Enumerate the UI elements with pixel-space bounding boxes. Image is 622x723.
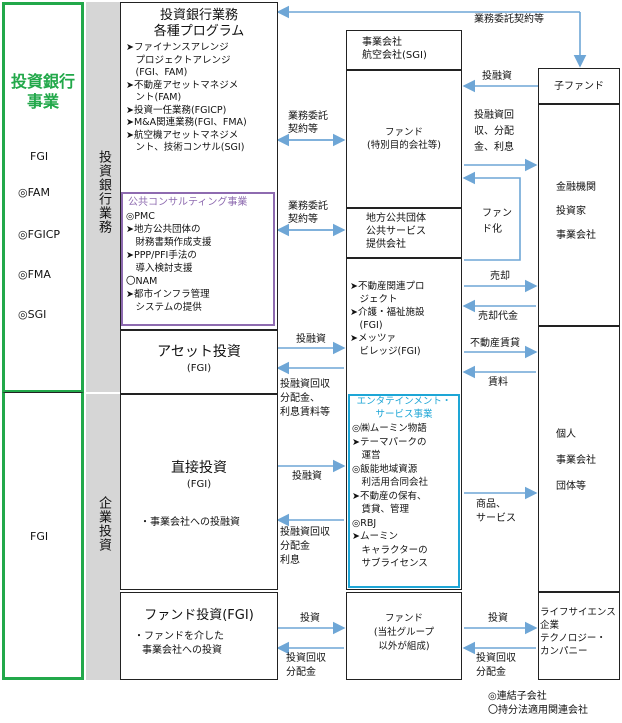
entertainment-title: エンタテインメント・ サービス事業 <box>356 396 452 420</box>
label-fund-in2: 投資 <box>488 613 508 624</box>
label-rent: 賃料 <box>488 377 508 388</box>
label-fund-in1: 投資 <box>300 613 320 624</box>
entertainment-box <box>348 394 460 588</box>
left-item-fma: ◎FMA <box>18 268 51 281</box>
label-fund-out2: 投資回収 分配金 <box>476 653 516 678</box>
ib-programs-title: 投資銀行業務 各種プログラム <box>153 8 245 39</box>
label-sale: 売却 <box>490 271 510 282</box>
individuals-box <box>538 326 620 592</box>
realestate-list: ➤不動産関連プロ ジェクト ➤介護・福祉施設 (FGI) ➤メッツァ ビレッジ(… <box>350 281 425 357</box>
legend-consolidated: ◎連結子会社 <box>488 691 547 702</box>
office-box <box>346 30 462 70</box>
segment-ib: 投資銀行業務 <box>96 150 111 234</box>
investors-box <box>538 104 620 326</box>
label-direct-loan: 投融資 <box>292 471 322 482</box>
label-products: 商品、 サービス <box>476 499 516 524</box>
fund-invest-box <box>120 592 278 680</box>
left-title: 投資銀行 事業 <box>10 72 75 111</box>
direct-invest-note: ・事業会社への投融資 <box>140 517 240 528</box>
ib-programs-box <box>120 2 278 330</box>
left-item-fgi-lower: FGI <box>30 530 49 543</box>
subfund-text: 子ファンド <box>554 81 604 92</box>
label-invest-loan: 投融資 <box>482 71 512 82</box>
asset-invest-box <box>120 330 278 394</box>
left-item-fgi: FGI <box>30 150 49 163</box>
lifescience-box <box>538 592 620 680</box>
public-consulting-list: ◎PMC ➤地方公共団体の 財務書類作成支援 ➤PPP/PFI手法の 導入検討支… <box>126 211 212 313</box>
label-outsourcing1: 業務委託 契約等 <box>288 111 328 135</box>
public-box <box>346 208 462 258</box>
label-re-lease: 不動産賃貸 <box>470 338 520 349</box>
subfund-box <box>538 68 620 104</box>
label-asset-loan: 投融資 <box>296 334 326 345</box>
fund-text: ファンド (特別目的会社等) <box>367 127 441 151</box>
direct-invest-box <box>120 394 278 590</box>
label-fund-ka: ファン ド化 <box>482 208 512 235</box>
individuals-text: 個人 事業会社 団体等 <box>556 429 596 492</box>
label-sale-proceeds: 売却代金 <box>478 311 518 322</box>
ib-business-column <box>2 2 84 393</box>
legend-equity-method: 〇持分法適用関連会社 <box>488 705 588 716</box>
segment-corp: 企業投資 <box>96 496 111 552</box>
public-text: 地方公共団体 公共サービス 提供会社 <box>366 213 426 250</box>
corp-business-column <box>2 392 84 680</box>
label-outsourcing-top: 業務委託契約等 <box>474 14 544 25</box>
segment-strip <box>86 2 120 680</box>
legend: ◎連結子会社 〇持分法適用関連会社 <box>488 690 588 718</box>
label-recovery: 投融資回 収、分配 金、利息 <box>474 110 514 153</box>
direct-invest-title: 直接投資 <box>171 460 227 476</box>
fund-invest-title: ファンド投資(FGI) <box>144 608 254 623</box>
lifescience-text: ライフサイエンス企業 テクノロジー・ カンパニー <box>540 607 616 657</box>
fund-invest-notes: ・ファンドを介した 事業会社への投資 <box>134 631 224 656</box>
label-direct-recover: 投融資回収 分配金 利息 <box>280 527 330 566</box>
investors-text: 金融機関 投資家 事業会社 <box>556 182 596 241</box>
asset-invest-sub: (FGI) <box>186 363 212 374</box>
bottom-fund-text: ファンド (当社グループ 以外が組成) <box>373 613 435 652</box>
entertainment-list: ◎㈱ムーミン物語 ➤テーマパークの 運営 ◎飯能地域資源 利活用合同会社 ➤不動… <box>352 423 429 569</box>
left-item-sgi: ◎SGI <box>18 308 47 321</box>
bottom-fund-box <box>346 592 462 680</box>
fund-box <box>346 70 462 208</box>
segment-divider <box>86 392 120 394</box>
public-consulting-box <box>121 192 275 326</box>
left-item-fam: ◎FAM <box>18 186 50 199</box>
public-consulting-title: 公共コンサルティング事業 <box>128 197 248 208</box>
asset-invest-title: アセット投資 <box>157 344 241 360</box>
label-fund-out1: 投資回収 分配金 <box>286 653 326 678</box>
label-outsourcing2: 業務委託 契約等 <box>288 201 328 225</box>
arrow-fund-ka <box>462 171 521 261</box>
label-asset-recover: 投融資回収 分配金、 利息賃料等 <box>280 379 330 418</box>
direct-invest-sub: (FGI) <box>186 479 212 490</box>
left-item-fgicp: ◎FGICP <box>18 228 61 241</box>
ib-programs-list: ➤ファイナンスアレンジ プロジェクトアレンジ (FGI、FAM) ➤不動産アセッ… <box>126 42 247 153</box>
office-text: 事業会社 航空会社(SGI) <box>362 37 427 61</box>
